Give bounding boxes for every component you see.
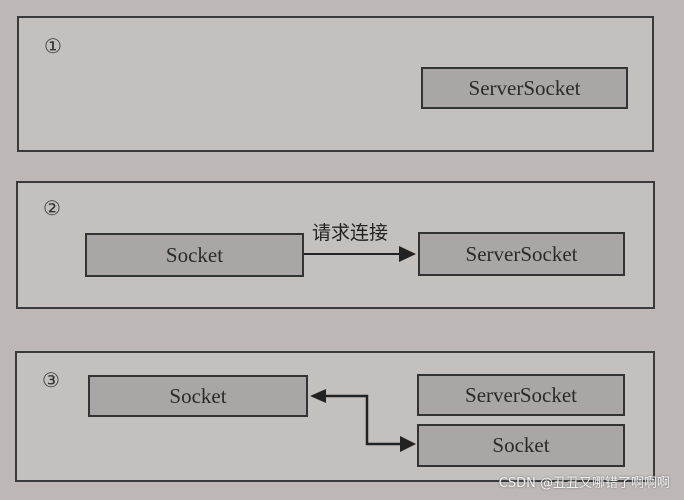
watermark: CSDN @丑丑又哪错了啊啊啊 (498, 476, 670, 491)
request-connection-label: 请求连接 (312, 222, 389, 244)
client-socket-box: Socket (88, 375, 308, 417)
box-label: ServerSocket (468, 75, 581, 100)
box-label: Socket (492, 433, 550, 457)
step-2-marker: ② (43, 196, 61, 220)
request-arrow-icon (304, 246, 416, 262)
step-3-marker: ③ (42, 368, 60, 392)
step-1-marker: ① (44, 34, 62, 58)
server-socket-box: ServerSocket (421, 67, 628, 109)
box-label: Socket (165, 242, 224, 267)
server-side-socket-box: Socket (417, 424, 625, 467)
box-label: ServerSocket (465, 382, 577, 407)
server-socket-box: ServerSocket (418, 232, 625, 276)
client-socket-box: Socket (85, 233, 304, 277)
box-label: Socket (169, 383, 227, 408)
server-socket-box: ServerSocket (417, 374, 625, 416)
bidirectional-arrow-icon (310, 389, 416, 452)
box-label: ServerSocket (465, 241, 578, 266)
